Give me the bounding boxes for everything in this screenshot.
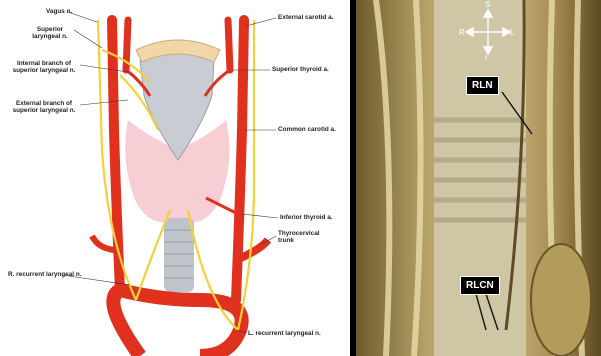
label-l-recurrent: L. recurrent laryngeal n. [248, 330, 321, 337]
orientation-superior: S [485, 0, 490, 9]
label-internal-branch: Internal branch of superior laryngeal n. [8, 60, 80, 74]
label-common-carotid: Common carotid a. [278, 126, 336, 133]
trachea [164, 218, 194, 292]
tag-rlcn: RLCN [460, 276, 500, 295]
label-vagus: Vagus n. [46, 8, 72, 15]
right-subclavian-branch [92, 236, 114, 250]
label-inferior-thyroid: Inferior thyroid a. [280, 214, 333, 221]
tag-rln: RLN [466, 76, 499, 95]
orientation-left: L [510, 28, 514, 37]
esophagus-specimen [531, 244, 591, 356]
orientation-right: R [459, 28, 465, 37]
neck-anatomy-drawing [0, 0, 350, 356]
label-r-recurrent: R. recurrent laryngeal n. [8, 271, 82, 278]
label-superior-thyroid: Superior thyroid a. [272, 66, 329, 73]
trachea-specimen [434, 0, 526, 356]
dissection-photo-panel: S R L I RLN RLCN [356, 0, 601, 356]
label-superior-laryngeal: Superior laryngeal n. [24, 26, 76, 40]
label-thyrocervical: Thyrocervical trunk [278, 230, 318, 244]
dissection-photo [356, 0, 601, 356]
label-external-branch: External branch of superior laryngeal n. [8, 100, 80, 114]
anatomy-illustration-panel: Vagus n. Superior laryngeal n. Internal … [0, 0, 350, 356]
orientation-inferior: I [485, 54, 487, 63]
label-external-carotid: External carotid a. [278, 14, 333, 21]
